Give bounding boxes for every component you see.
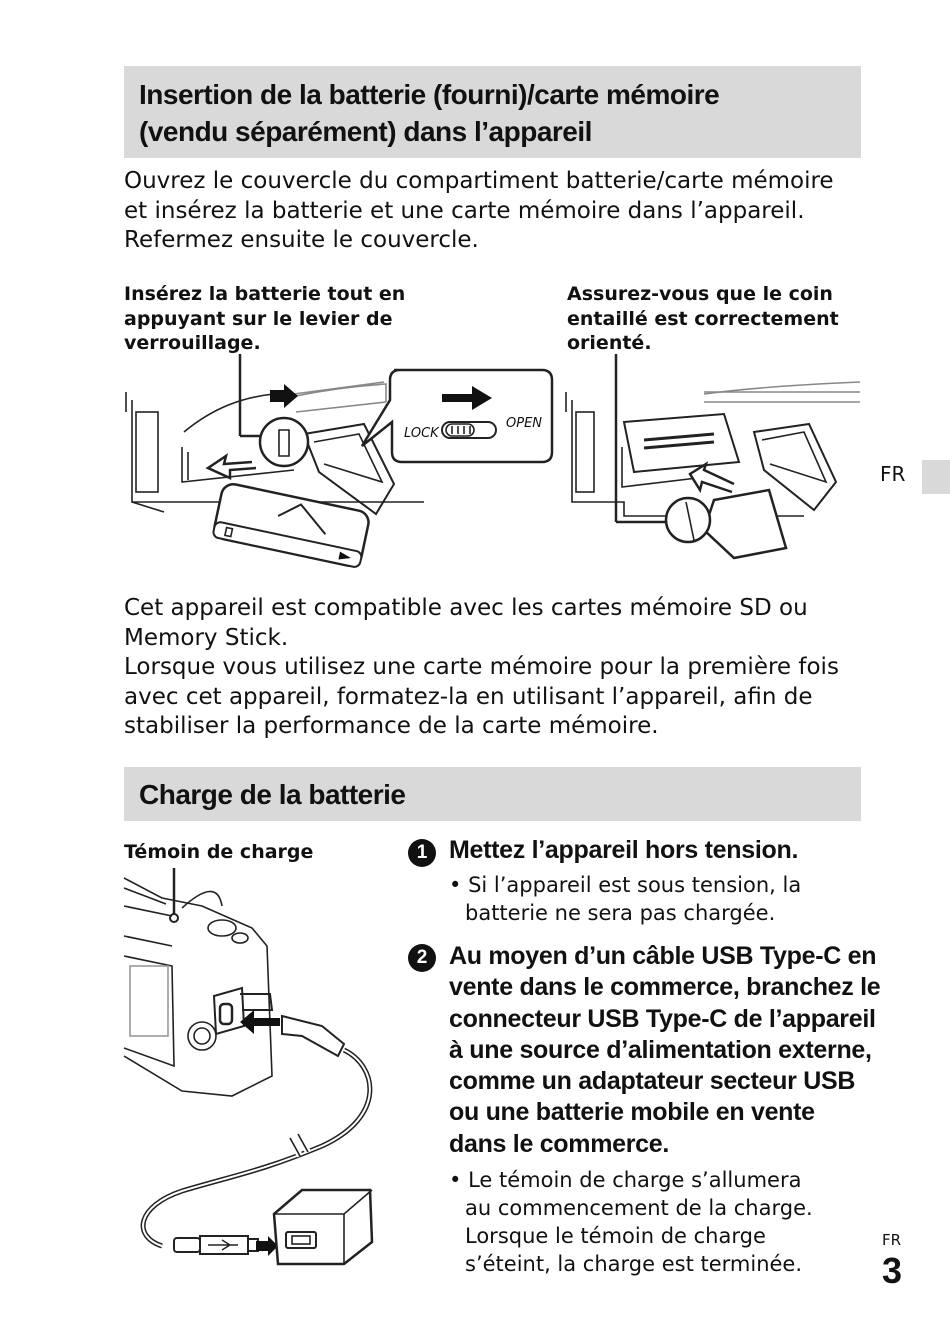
- step-1-title: Mettez l’appareil hors tension.: [449, 835, 798, 866]
- bullet-line: Si l’appareil est sous tension, la: [468, 873, 802, 897]
- step-title-line: à une source d’alimentation externe,: [449, 1035, 872, 1064]
- charge-lamp-label: Témoin de charge: [124, 841, 314, 863]
- step-number-2: 2: [408, 944, 436, 972]
- note-line: avec cet appareil, formatez-la en utilis…: [124, 683, 813, 710]
- callout-line: Assurez-vous que le coin: [567, 283, 833, 305]
- bullet-icon: •: [449, 873, 469, 897]
- step-title-line: connecteur USB Type-C de l’appareil: [449, 1004, 876, 1033]
- step-title-line: Au moyen d’un câble USB Type-C en: [449, 942, 877, 970]
- step-title-line: Mettez l’appareil hors tension.: [449, 836, 799, 864]
- step-title-line: dans le commerce.: [449, 1129, 670, 1158]
- callout-line: entaillé est correctement: [567, 307, 839, 330]
- memory-card-illustration: [565, 354, 861, 560]
- step-title-line: comme un adaptateur secteur USB: [449, 1067, 856, 1096]
- section-heading-charging: Charge de la batterie: [124, 767, 861, 821]
- intro-paragraph: Ouvrez le couvercle du compartiment batt…: [124, 167, 834, 256]
- open-label: OPEN: [506, 416, 542, 431]
- compatibility-note: Cet appareil est compatible avec les car…: [124, 594, 839, 742]
- bullet-line: Lorsque le témoin de charge: [465, 1224, 766, 1248]
- section-title: Charge de la batterie: [139, 779, 406, 810]
- battery-callout: Insérez la batterie tout en appuyant sur…: [124, 282, 405, 356]
- bullet-icon: •: [449, 1168, 469, 1192]
- step-2-bullet: • Le témoin de charge s’allumera au comm…: [449, 1166, 813, 1278]
- step-2-title: Au moyen d’un câble USB Type-C en vente …: [449, 941, 881, 1160]
- section-title-line2: (vendu séparément) dans l’appareil: [139, 116, 592, 147]
- note-line: Lorsque vous utilisez une carte mémoire …: [124, 654, 839, 680]
- intro-line: Refermez ensuite le couvercle.: [124, 227, 479, 253]
- step-title-line: ou une batterie mobile en vente: [449, 1098, 815, 1127]
- step-number-1: 1: [408, 839, 436, 867]
- side-language-label: FR: [880, 462, 906, 486]
- side-language-tab: [922, 460, 950, 494]
- intro-line: et insérez la batterie et une carte mémo…: [124, 197, 805, 224]
- section-heading-insertion: Insertion de la batterie (fourni)/carte …: [124, 66, 861, 158]
- bullet-line: batterie ne sera pas chargée.: [465, 901, 776, 925]
- step-1-bullet: • Si l’appareil est sous tension, la bat…: [449, 871, 801, 927]
- intro-line: Ouvrez le couvercle du compartiment batt…: [124, 168, 834, 194]
- note-line: stabiliser la performance de la carte mé…: [124, 713, 659, 739]
- page-number: 3: [882, 1250, 903, 1291]
- callout-line: appuyant sur le levier de: [124, 307, 393, 330]
- callout-line: verrouillage.: [124, 332, 261, 354]
- charging-illustration: [123, 868, 374, 1266]
- step-title-line: vente dans le commerce, branchez le: [449, 973, 881, 1002]
- section-title-line1: Insertion de la batterie (fourni)/carte …: [139, 79, 720, 110]
- callout-line: orienté.: [567, 332, 652, 354]
- bullet-line: Le témoin de charge s’allumera: [468, 1168, 802, 1192]
- bullet-line: s’éteint, la charge est terminée.: [465, 1252, 803, 1276]
- bullet-line: au commencement de la charge.: [465, 1196, 813, 1220]
- callout-line: Insérez la batterie tout en: [124, 283, 406, 305]
- lock-label: LOCK: [404, 426, 440, 441]
- note-line: Memory Stick.: [124, 624, 289, 651]
- card-callout: Assurez-vous que le coin entaillé est co…: [567, 282, 839, 356]
- note-line: Cet appareil est compatible avec les car…: [124, 595, 808, 621]
- battery-insertion-illustration: LOCK OPEN: [125, 354, 554, 568]
- footer-language: FR: [882, 1231, 902, 1249]
